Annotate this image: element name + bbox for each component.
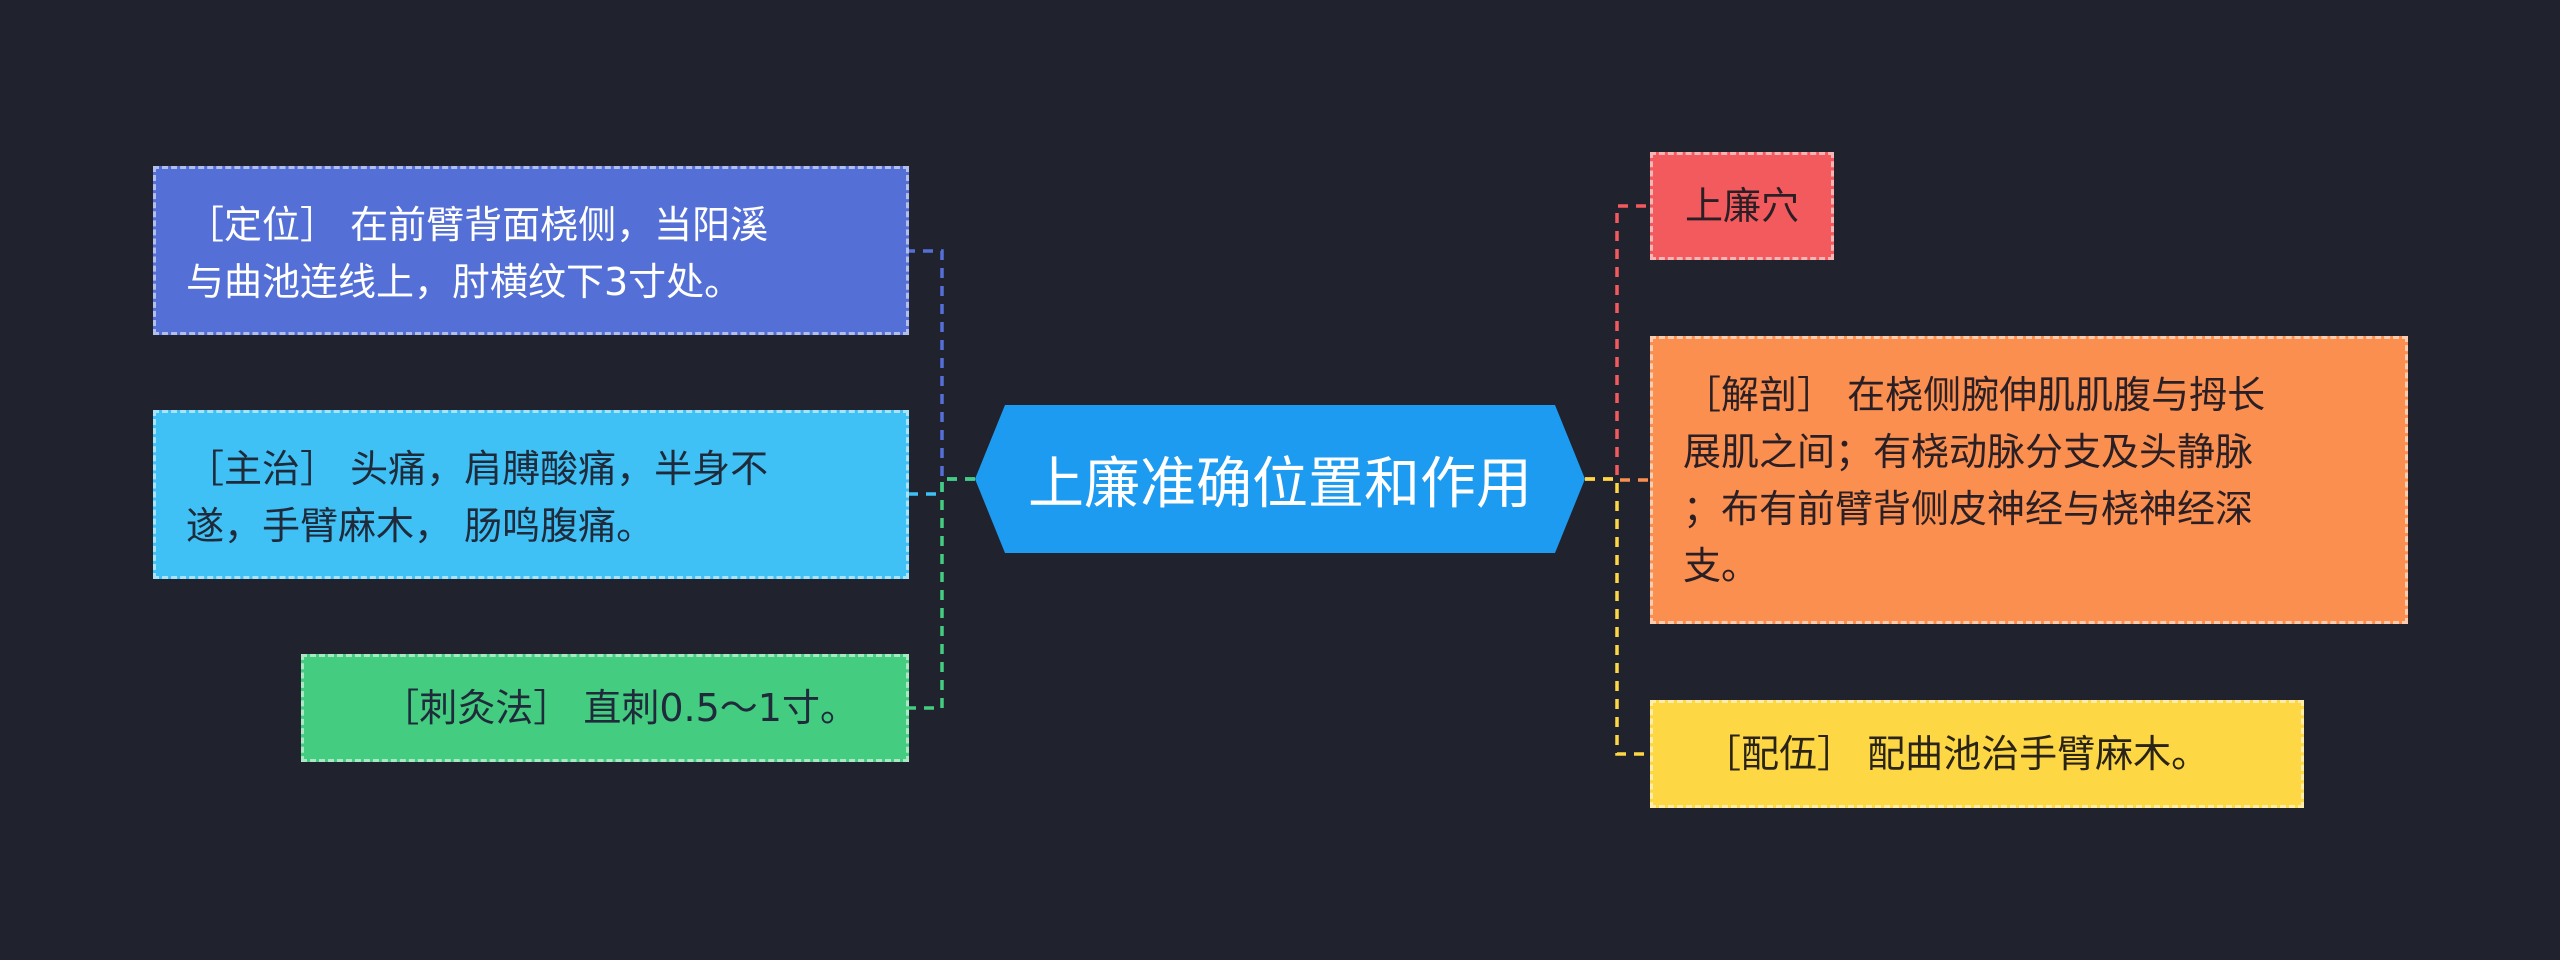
link-name: [1585, 204, 1650, 481]
node-indication[interactable]: ［主治］ 头痛，肩膊酸痛，半身不 遂，手臂麻木， 肠鸣腹痛。: [153, 410, 909, 579]
node-anatomy-line-3: ；布有前臂背侧皮神经与桡神经深: [1683, 487, 2254, 531]
node-indication-line-1: ［主治］ 头痛，肩膊酸痛，半身不: [186, 447, 769, 491]
center-topic[interactable]: 上廉准确位置和作用: [975, 405, 1585, 553]
node-location[interactable]: ［定位］ 在前臂背面桡侧，当阳溪 与曲池连线上，肘横纹下3寸处。: [153, 166, 909, 335]
node-combination-line-1: ［配伍］ 配曲池治手臂麻木。: [1703, 731, 2210, 776]
node-needling-line-1: ［刺灸法］ 直刺0.5～1寸。: [381, 685, 858, 730]
node-acupoint-name-line-1: 上廉穴: [1684, 183, 1799, 228]
center-topic-label: 上廉准确位置和作用: [1028, 451, 1532, 517]
node-anatomy-line-2: 展肌之间；有桡动脉分支及头静脉: [1683, 430, 2254, 474]
node-indication-line-2: 遂，手臂麻木， 肠鸣腹痛。: [186, 504, 655, 548]
center-topic-shape: [975, 405, 1585, 553]
link-combination: [1585, 477, 1650, 756]
node-needling[interactable]: ［刺灸法］ 直刺0.5～1寸。: [301, 654, 909, 762]
node-acupoint-name[interactable]: 上廉穴: [1650, 152, 1834, 260]
node-anatomy[interactable]: ［解剖］ 在桡侧腕伸肌肌腹与拇长 展肌之间；有桡动脉分支及头静脉 ；布有前臂背侧…: [1650, 336, 2408, 624]
node-anatomy-line-4: 支。: [1683, 544, 1760, 588]
link-needling: [909, 477, 975, 710]
node-location-line-1: ［定位］ 在前臂背面桡侧，当阳溪: [186, 203, 769, 247]
node-location-line-2: 与曲池连线上，肘横纹下3寸处。: [186, 260, 743, 304]
node-anatomy-line-1: ［解剖］ 在桡侧腕伸肌肌腹与拇长: [1683, 373, 2266, 417]
link-location: [909, 249, 975, 481]
node-combination[interactable]: ［配伍］ 配曲池治手臂麻木。: [1650, 700, 2304, 808]
